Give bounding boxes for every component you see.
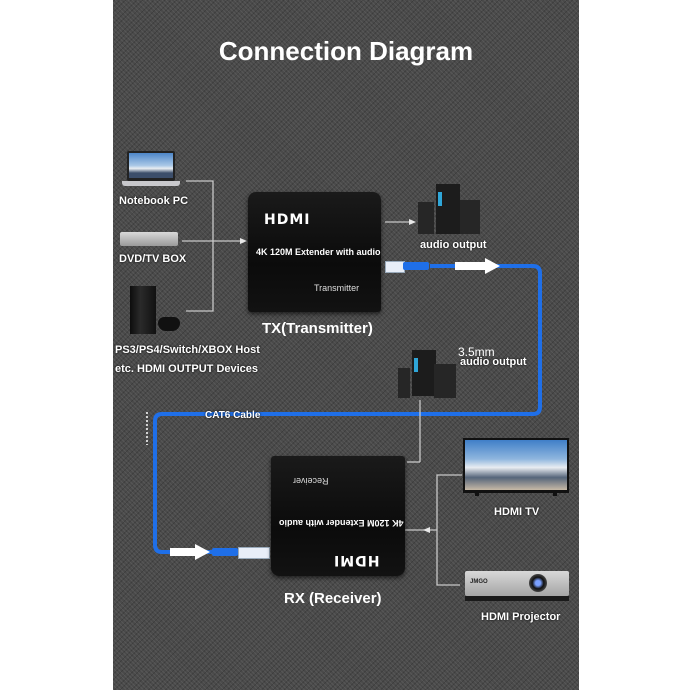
game-console-icon — [130, 286, 156, 334]
hdmi-tv-label: HDMI TV — [494, 506, 540, 518]
wire-tv — [436, 474, 462, 586]
console-label-line1: PS3/PS4/Switch/XBOX Host — [115, 344, 260, 356]
audio-rx-output-label: audio output — [460, 356, 527, 368]
laptop-icon — [119, 151, 183, 189]
transmitter-caption: TX(Transmitter) — [262, 320, 373, 337]
projector-icon: JMGO — [465, 571, 569, 601]
console-label-line2: etc. HDMI OUTPUT Devices — [115, 363, 259, 375]
cat6-cable-label: CAT6 Cable — [205, 410, 261, 421]
diagram-background — [113, 0, 579, 690]
cable-arrow-bottom — [170, 544, 210, 560]
speaker-system-rx-icon — [398, 350, 456, 398]
receiver-device: Receiver 4K 120M Extender with audio HDM… — [271, 456, 405, 576]
arrow-into-tx — [240, 238, 247, 244]
wire-console — [186, 241, 214, 312]
rj45-connector-tx-icon — [385, 259, 429, 273]
controller-icon — [158, 317, 180, 331]
hdmi-logo: HDMI — [264, 212, 311, 228]
tv-icon — [463, 438, 569, 496]
dvd-label: DVD/TV BOX — [119, 253, 187, 265]
speaker-system-tx-icon — [418, 184, 480, 234]
receiver-unit-label: Receiver — [293, 476, 329, 486]
cable-arrow-top — [455, 258, 500, 274]
cat6-cable — [153, 264, 542, 554]
receiver-caption: RX (Receiver) — [284, 590, 382, 607]
projector-brand: JMGO — [470, 579, 488, 585]
audio-35mm-label: 3.5mm — [458, 345, 495, 359]
set-top-box-icon — [120, 232, 178, 246]
transmitter-unit-label: Transmitter — [314, 283, 360, 293]
hdmi-logo: HDMI — [333, 552, 380, 568]
arrow-audio — [409, 219, 416, 225]
transmitter-device: HDMI 4K 120M Extender with audio Transmi… — [248, 192, 381, 312]
receiver-model-text: 4K 120M Extender with audio — [279, 518, 404, 528]
hdmi-projector-label: HDMI Projector — [481, 611, 561, 623]
audio-output-label: audio output — [420, 239, 487, 251]
rj45-connector-rx-icon — [212, 545, 270, 559]
arrow-rx-out — [423, 527, 430, 533]
transmitter-model-text: 4K 120M Extender with audio — [256, 247, 381, 257]
wire-notebook — [186, 180, 214, 241]
diagram-title: Connection Diagram — [218, 36, 474, 66]
notebook-label: Notebook PC — [119, 195, 189, 207]
